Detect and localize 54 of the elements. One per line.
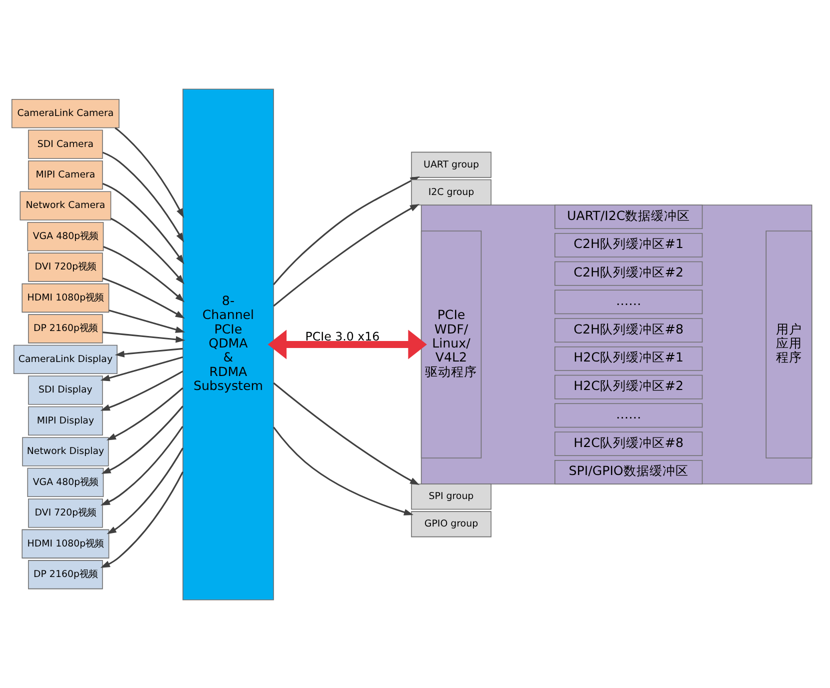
arrow bbox=[273, 382, 420, 485]
node-box: SPI group bbox=[411, 483, 492, 510]
node-box: GPIO group bbox=[411, 510, 492, 537]
arrow bbox=[102, 182, 184, 264]
arrow bbox=[106, 386, 184, 440]
arrow bbox=[100, 425, 184, 506]
node-box: DP 2160p视频 bbox=[28, 560, 103, 589]
node-box: H2C队列缓冲区#8 bbox=[554, 431, 703, 456]
arrow bbox=[100, 370, 184, 410]
arrow bbox=[114, 347, 183, 357]
node-box: DP 2160p视频 bbox=[28, 314, 103, 343]
node-box: C2H队列缓冲区#2 bbox=[554, 260, 703, 286]
node-box: …… bbox=[554, 289, 703, 314]
node-box: DVI 720p视频 bbox=[28, 252, 103, 282]
arrow bbox=[268, 329, 427, 359]
arrow bbox=[114, 126, 184, 218]
arrow bbox=[102, 331, 186, 342]
node-box: PCIe WDF/ Linux/ V4L2 驱动程序 bbox=[420, 230, 482, 458]
node-box: SDI Display bbox=[28, 375, 103, 404]
node-box: SPI/GPIO数据缓冲区 bbox=[554, 459, 703, 484]
node-box: Network Display bbox=[22, 436, 109, 466]
node-box: UART group bbox=[411, 151, 492, 178]
node-box: MIPI Camera bbox=[28, 160, 103, 190]
arrow bbox=[103, 246, 185, 302]
node-box: SDI Camera bbox=[28, 129, 103, 158]
node-box: HDMI 1080p视频 bbox=[22, 528, 110, 558]
node-box: VGA 480p视频 bbox=[27, 221, 104, 251]
arrow bbox=[100, 470, 184, 568]
arrow bbox=[106, 447, 184, 534]
node-box: UART/I2C数据缓冲区 bbox=[554, 204, 703, 229]
node-box: H2C队列缓冲区#1 bbox=[554, 346, 703, 370]
node-box: Network Camera bbox=[20, 190, 112, 220]
arrow bbox=[108, 309, 186, 332]
arrow bbox=[272, 426, 414, 515]
node-box: 用户应用程序 bbox=[766, 230, 812, 458]
arrow bbox=[100, 356, 184, 381]
arrow bbox=[110, 217, 184, 284]
node-box: CameraLink Display bbox=[13, 344, 118, 374]
node-box: C2H队列缓冲区#1 bbox=[554, 232, 703, 257]
edge-label: PCIe 3.0 x16 bbox=[305, 329, 380, 344]
arrow bbox=[101, 405, 184, 474]
node-box: CameraLink Camera bbox=[11, 98, 120, 128]
arrow bbox=[102, 151, 184, 242]
node-box: MIPI Display bbox=[28, 406, 103, 436]
node-box: H2C队列缓冲区#2 bbox=[554, 374, 703, 399]
node-box: DVI 720p视频 bbox=[28, 498, 103, 528]
node-box: C2H队列缓冲区#8 bbox=[554, 318, 703, 342]
node-box: I2C group bbox=[411, 178, 492, 205]
node-box: …… bbox=[554, 402, 703, 428]
node-box: VGA 480p视频 bbox=[27, 467, 104, 496]
node-box: HDMI 1080p视频 bbox=[22, 282, 110, 312]
arrow bbox=[102, 276, 185, 318]
node-box: 8- Channel PCIe QDMA & RDMA Subsystem bbox=[182, 88, 274, 600]
arrow bbox=[273, 203, 420, 306]
